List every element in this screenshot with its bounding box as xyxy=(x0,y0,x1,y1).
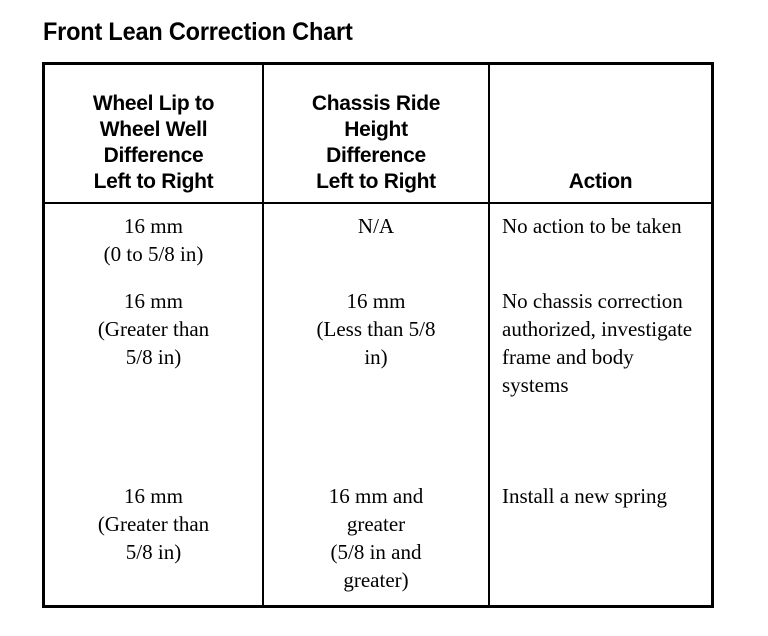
table-cell: No action to be taken xyxy=(490,212,711,240)
cell-line: 16 mm xyxy=(124,289,183,313)
body-column-wheel-lip: 16 mm (0 to 5/8 in) 16 mm (Greater than … xyxy=(45,204,262,605)
table-cell: 16 mm (Greater than 5/8 in) xyxy=(45,482,262,566)
header-line: Height xyxy=(344,118,408,141)
cell-line: (Greater than xyxy=(97,512,210,536)
cell-line: 16 mm and xyxy=(328,484,424,508)
cell-line: greater) xyxy=(343,568,409,592)
cell-line: 5/8 in) xyxy=(125,345,182,369)
cell-line: (Greater than xyxy=(97,317,210,341)
header-body-divider xyxy=(45,202,711,204)
cell-line: 16 mm xyxy=(124,214,183,238)
cell-line: in) xyxy=(364,345,388,369)
cell-line: Install a new spring xyxy=(502,484,668,508)
cell-line: 5/8 in) xyxy=(125,540,182,564)
column-divider-2 xyxy=(488,65,490,605)
column-header-chassis-ride: Chassis Ride Height Difference Left to R… xyxy=(264,65,488,202)
table-cell: 16 mm (0 to 5/8 in) xyxy=(45,212,262,268)
cell-line: No action to be taken xyxy=(502,214,682,238)
table-cell: N/A xyxy=(264,212,488,240)
table-body: 16 mm (0 to 5/8 in) 16 mm (Greater than … xyxy=(45,204,711,605)
header-line: Difference xyxy=(326,144,426,167)
header-line: Left to Right xyxy=(93,170,214,193)
front-lean-correction-table: Wheel Lip to Wheel Well Difference Left … xyxy=(42,62,714,608)
cell-line: N/A xyxy=(357,214,395,238)
body-column-action: No action to be taken No chassis correct… xyxy=(490,204,711,605)
cell-line: (Less than 5/8 xyxy=(316,317,436,341)
cell-line: (0 to 5/8 in) xyxy=(103,242,204,266)
column-header-action: Action xyxy=(490,65,711,202)
cell-line: No chassis correction authorized, invest… xyxy=(502,289,693,397)
column-header-wheel-lip: Wheel Lip to Wheel Well Difference Left … xyxy=(45,65,262,202)
table-cell: No chassis correction authorized, invest… xyxy=(490,287,711,399)
table-cell: Install a new spring xyxy=(490,482,711,510)
table-header-row: Wheel Lip to Wheel Well Difference Left … xyxy=(45,65,711,202)
table-cell: 16 mm (Less than 5/8 in) xyxy=(264,287,488,371)
header-line: Left to Right xyxy=(316,170,436,193)
header-line: Wheel Well xyxy=(99,118,208,141)
table-cell: 16 mm and greater (5/8 in and greater) xyxy=(264,482,488,594)
cell-line: greater xyxy=(346,512,406,536)
header-line: Chassis Ride xyxy=(311,92,441,115)
cell-line: 16 mm xyxy=(346,289,406,313)
cell-line: (5/8 in and xyxy=(330,540,422,564)
page-title: Front Lean Correction Chart xyxy=(43,18,353,46)
header-line: Wheel Lip to xyxy=(92,92,215,115)
table-cell: 16 mm (Greater than 5/8 in) xyxy=(45,287,262,371)
column-divider-1 xyxy=(262,65,264,605)
header-line: Difference xyxy=(103,144,204,167)
cell-line: 16 mm xyxy=(124,484,183,508)
body-column-chassis-ride: N/A 16 mm (Less than 5/8 in) 16 mm and g… xyxy=(264,204,488,605)
table-inner: Wheel Lip to Wheel Well Difference Left … xyxy=(45,65,711,605)
header-line: Action xyxy=(568,170,633,193)
